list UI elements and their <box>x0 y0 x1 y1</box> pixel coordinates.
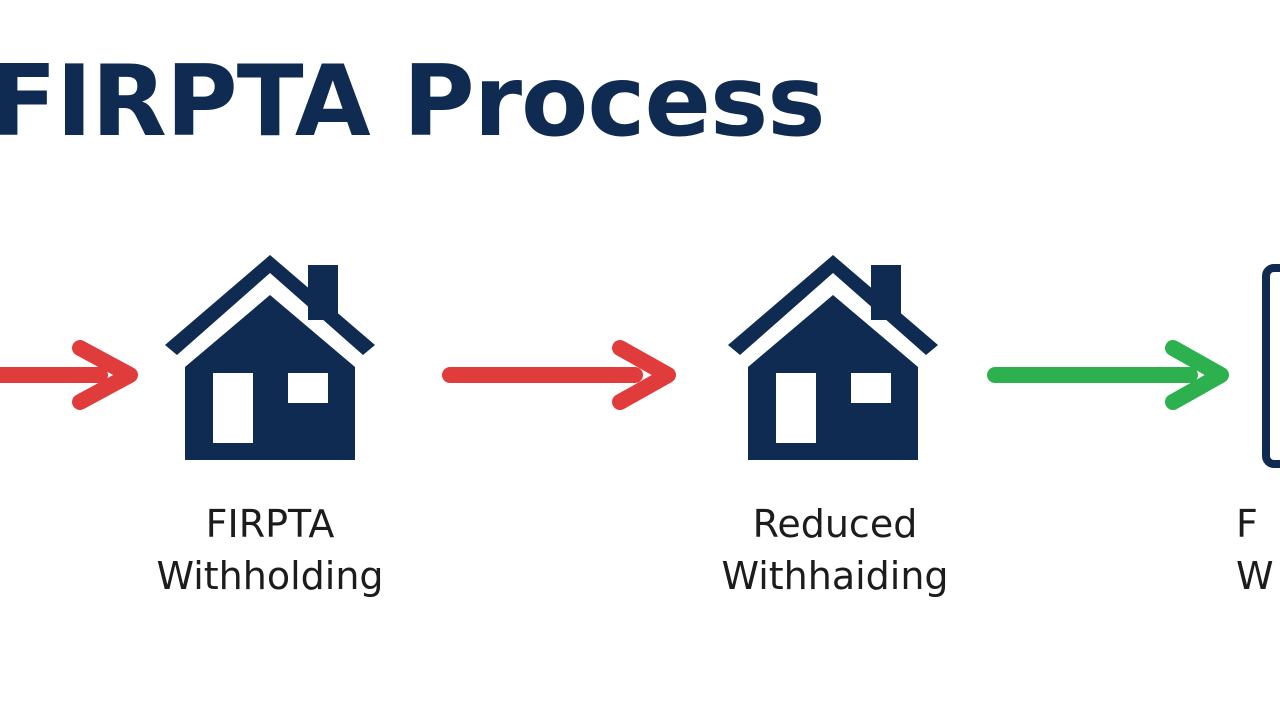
step-label-line: W <box>1236 554 1274 598</box>
step-label-firpta-withholding: FIRPTA Withholding <box>120 498 420 602</box>
step-label-line: Reduced <box>752 502 918 546</box>
diagram-title: FIRPTA Process <box>0 45 826 159</box>
step-label-line: FIRPTA <box>205 502 335 546</box>
step-label-line: F <box>1236 502 1258 546</box>
step-label-line: Withhaiding <box>721 554 949 598</box>
red-arrow-icon <box>0 340 138 410</box>
step-label-line: Withholding <box>156 554 384 598</box>
step-label-partial: F W <box>1236 498 1280 602</box>
green-arrow-icon <box>987 340 1229 410</box>
step-label-reduced-withholding: Reduced Withhaiding <box>680 498 990 602</box>
red-arrow-icon <box>442 340 676 410</box>
house-icon <box>165 255 375 460</box>
house-icon <box>728 255 938 460</box>
document-icon <box>1262 264 1280 468</box>
